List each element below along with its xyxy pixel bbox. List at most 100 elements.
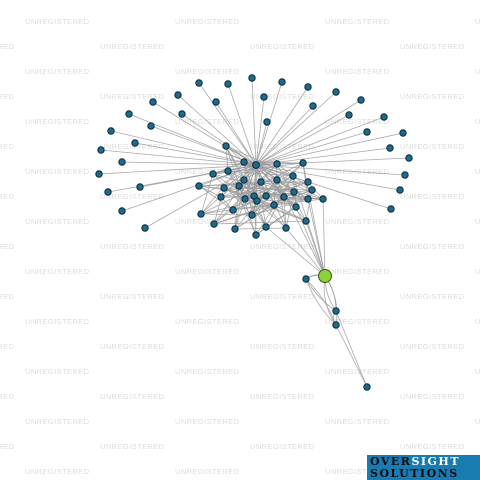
graph-edge: [213, 163, 278, 225]
graph-node[interactable]: [304, 195, 312, 203]
graph-node[interactable]: [302, 275, 310, 283]
graph-node[interactable]: [289, 172, 297, 180]
watermark-label: UNREGISTERED: [475, 417, 480, 426]
graph-node[interactable]: [248, 74, 256, 82]
graph-node[interactable]: [149, 98, 157, 106]
graph-node[interactable]: [178, 110, 186, 118]
graph-node[interactable]: [241, 195, 249, 203]
watermark-label: UNREGISTERED: [175, 217, 240, 226]
graph-node[interactable]: [118, 207, 126, 215]
graph-node[interactable]: [195, 182, 203, 190]
graph-node[interactable]: [212, 98, 220, 106]
graph-node[interactable]: [332, 88, 340, 96]
graph-edge: [305, 278, 337, 326]
graph-node[interactable]: [147, 122, 155, 130]
graph-node[interactable]: [253, 197, 261, 205]
graph-node[interactable]: [231, 225, 239, 233]
graph-node[interactable]: [399, 129, 407, 137]
graph-node[interactable]: [240, 158, 248, 166]
graph-node[interactable]: [270, 201, 278, 209]
graph-node[interactable]: [278, 78, 286, 86]
graph-node[interactable]: [217, 193, 225, 201]
graph-node[interactable]: [257, 178, 265, 186]
graph-node[interactable]: [309, 102, 317, 110]
graph-node[interactable]: [302, 217, 310, 225]
graph-edge: [255, 91, 337, 166]
watermark-label: UNREGISTERED: [400, 92, 465, 101]
graph-node[interactable]: [304, 83, 312, 91]
hub-node[interactable]: [252, 161, 260, 169]
graph-node[interactable]: [387, 205, 395, 213]
graph-edge: [225, 145, 294, 177]
graph-node[interactable]: [290, 188, 298, 196]
graph-node[interactable]: [222, 142, 230, 150]
graph-node[interactable]: [401, 171, 409, 179]
watermark-label: UNREGISTERED: [475, 217, 480, 226]
watermark-label: UNREGISTERED: [0, 392, 15, 401]
graph-node[interactable]: [299, 159, 307, 167]
watermark-label: UNREGISTERED: [475, 317, 480, 326]
graph-node[interactable]: [363, 128, 371, 136]
graph-node[interactable]: [332, 321, 340, 329]
graph-node[interactable]: [263, 118, 271, 126]
watermark-label: UNREGISTERED: [0, 242, 15, 251]
focus-node[interactable]: [318, 269, 332, 283]
graph-node[interactable]: [319, 195, 327, 203]
watermark-label: UNREGISTERED: [0, 192, 15, 201]
graph-node[interactable]: [308, 186, 316, 194]
graph-node[interactable]: [97, 146, 105, 154]
graph-node[interactable]: [273, 160, 281, 168]
graph-node[interactable]: [174, 91, 182, 99]
graph-node[interactable]: [248, 211, 256, 219]
graph-edge: [200, 162, 304, 215]
graph-node[interactable]: [357, 96, 365, 104]
graph-edge: [200, 198, 309, 215]
graph-node[interactable]: [107, 127, 115, 135]
watermark-label: UNREGISTERED: [475, 67, 480, 76]
graph-node[interactable]: [209, 170, 217, 178]
watermark-label: UNREGISTERED: [100, 142, 165, 151]
graph-node[interactable]: [396, 186, 404, 194]
graph-node[interactable]: [240, 176, 248, 184]
graph-node[interactable]: [345, 111, 353, 119]
watermark-label: UNREGISTERED: [475, 17, 480, 26]
graph-edge: [285, 227, 326, 277]
graph-node[interactable]: [210, 220, 218, 228]
graph-node[interactable]: [292, 203, 300, 211]
watermark-label: UNREGISTERED: [250, 242, 315, 251]
graph-node[interactable]: [195, 79, 203, 87]
graph-node[interactable]: [273, 176, 281, 184]
graph-node[interactable]: [280, 193, 288, 201]
graph-node[interactable]: [332, 307, 340, 315]
graph-node[interactable]: [262, 192, 270, 200]
graph-node[interactable]: [136, 183, 144, 191]
graph-node[interactable]: [125, 110, 133, 118]
graph-edge: [150, 125, 257, 166]
graph-node[interactable]: [224, 167, 232, 175]
graph-node[interactable]: [141, 224, 149, 232]
graph-node[interactable]: [229, 206, 237, 214]
graph-node[interactable]: [380, 113, 388, 121]
watermark-label: UNREGISTERED: [400, 442, 465, 451]
graph-node[interactable]: [252, 231, 260, 239]
graph-edge: [305, 189, 313, 222]
graph-node[interactable]: [220, 184, 228, 192]
graph-edge: [215, 101, 257, 166]
graph-node[interactable]: [304, 178, 312, 186]
graph-node[interactable]: [197, 210, 205, 218]
graph-node[interactable]: [262, 223, 270, 231]
graph-node[interactable]: [224, 80, 232, 88]
graph-node[interactable]: [363, 383, 371, 391]
graph-node[interactable]: [405, 154, 413, 162]
graph-node[interactable]: [260, 93, 268, 101]
graph-node[interactable]: [104, 188, 112, 196]
graph-node[interactable]: [235, 182, 243, 190]
graph-node[interactable]: [95, 170, 103, 178]
watermark-label: UNREGISTERED: [25, 417, 90, 426]
watermark-label: UNREGISTERED: [400, 292, 465, 301]
graph-node[interactable]: [131, 139, 139, 147]
graph-node[interactable]: [282, 224, 290, 232]
graph-node[interactable]: [118, 158, 126, 166]
graph-node[interactable]: [386, 144, 394, 152]
